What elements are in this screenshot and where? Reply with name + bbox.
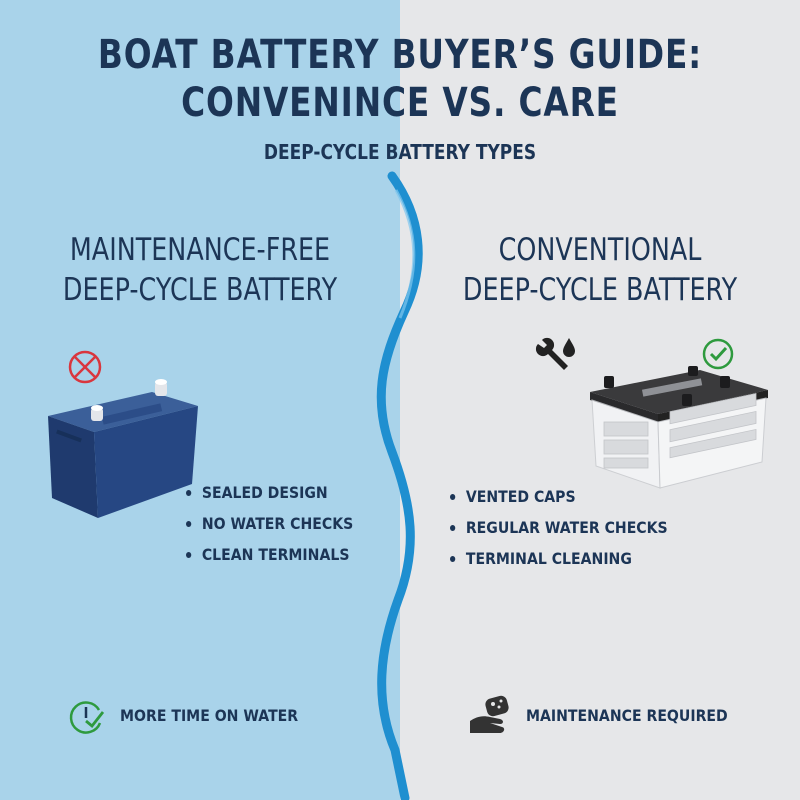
clock-check-icon [69,701,105,734]
left-heading-line1: MAINTENANCE-FREE [69,232,331,268]
right-heading-line1: CONVENTIONAL [498,232,702,268]
left-heading-line2: DEEP-CYCLE BATTERY [62,272,338,308]
page-title-line1: BOAT BATTERY BUYER’S GUIDE: [97,32,703,78]
battery-vented-icon [590,366,768,489]
left-feature-item: NO WATER CHECKS [186,508,353,539]
left-feature-item: SEALED DESIGN [186,477,353,508]
no-service-icon [68,350,102,384]
page-subtitle: DEEP-CYCLE BATTERY TYPES [263,140,537,164]
right-feature-item: VENTED CAPS [450,481,668,512]
wrench-icon [535,337,568,370]
right-feature-item: TERMINAL CLEANING [450,543,668,574]
battery-sealed-icon [48,379,198,518]
page-title-line2: CONVENINCE VS. CARE [181,80,619,126]
left-footer-text: MORE TIME ON WATER [120,706,299,725]
right-feature-item: REGULAR WATER CHECKS [450,512,668,543]
right-footer-text: MAINTENANCE REQUIRED [526,706,728,725]
left-feature-list: SEALED DESIGN NO WATER CHECKS CLEAN TERM… [186,477,376,570]
left-panel [0,0,400,800]
left-feature-item: CLEAN TERMINALS [186,539,353,570]
right-feature-list: VENTED CAPS REGULAR WATER CHECKS TERMINA… [450,481,697,574]
check-icon [702,338,734,370]
hand-sponge-icon [470,695,509,733]
water-drop-icon [563,338,575,357]
right-heading-line2: DEEP-CYCLE BATTERY [462,272,738,308]
